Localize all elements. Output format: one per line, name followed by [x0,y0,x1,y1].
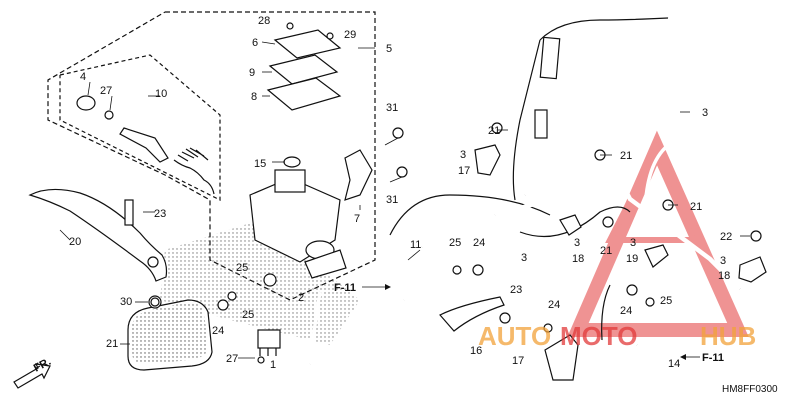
direction-label: FR. [32,356,53,375]
callout-10: 9 [249,67,255,79]
reference-f11-right: F-11 [680,352,724,364]
leader-lines [59,47,750,359]
callout-labels: 28 29 6 5 9 8 4 27 10 31 15 31 7 23 20 2… [69,15,732,371]
svg-text:HUB: HUB [700,321,756,351]
assembly-frame [47,11,376,301]
callout-27: 28 [258,15,270,27]
callout-18: 19 [626,253,638,265]
callout-6: 5 [386,43,392,55]
callout-23: 23 [510,284,522,296]
callout-3: 3 [574,237,580,249]
callout-13: 14 [668,358,680,370]
svg-text:F-11: F-11 [702,352,724,364]
callout-24: 24 [473,237,485,249]
callout-2: 2 [298,292,304,304]
piston-kit [76,95,215,195]
callout-7: 6 [252,37,258,49]
callout-29: 30 [120,296,132,308]
callout-21: 21 [690,201,702,213]
callout-14: 15 [254,158,266,170]
callout-17: 18 [718,270,730,282]
master-cylinder [249,149,373,279]
callout-17: 17 [458,165,470,177]
callout-24: 24 [212,325,224,337]
reference-f11-left: F-11 [334,282,391,294]
callout-8: 7 [354,213,360,225]
callout-3: 3 [521,252,527,264]
callout-1: 1 [270,359,276,371]
diagram-code: HM8FF0300 [722,384,778,395]
callout-25: 25 [449,237,461,249]
callout-30: 21 [600,245,612,257]
callout-11: 10 [155,88,167,100]
callout-3: 3 [720,255,726,267]
callout-4: 3 [702,107,708,119]
callout-21: 22 [720,231,732,243]
callout-5: 4 [80,71,86,83]
brake-switch [257,329,281,364]
front-direction-arrow: FR. [13,356,53,389]
callout-23: 24 [548,299,560,311]
callout-12: 11 [410,239,421,251]
watermark-logo [567,130,749,337]
callout-20: 21 [106,338,118,350]
callout-31: 31 [386,102,398,114]
brake-hoses [308,16,742,378]
svg-text:MOTO: MOTO [560,321,638,351]
callout-25: 25 [242,309,254,321]
callout-31: 31 [386,194,398,206]
watermark-text: AUTO MOTO HUB [478,321,756,351]
callout-28: 27 [226,353,238,365]
callout-27: 29 [344,29,356,41]
bolts [150,122,762,333]
callout-25: 25 [236,262,248,274]
lever-boot [127,295,213,371]
callout-16: 17 [512,355,524,367]
callout-25: 25 [660,295,672,307]
callout-26: 27 [100,85,112,97]
dotted-shading [160,220,360,345]
reservoir-cover-group [261,22,342,111]
svg-text:AUTO: AUTO [478,321,551,351]
callout-22: 23 [154,208,166,220]
callout-3: 3 [630,237,636,249]
svg-text:F-11: F-11 [334,282,356,294]
callout-3: 3 [460,149,466,161]
brackets [439,144,767,381]
callout-18: 18 [572,253,584,265]
callout-21: 21 [620,150,632,162]
callout-21: 21 [488,125,500,137]
callout-15: 16 [470,345,482,357]
callout-19: 20 [69,236,81,248]
callout-9: 8 [251,91,257,103]
brake-lever [28,188,168,282]
callout-24: 24 [620,305,632,317]
